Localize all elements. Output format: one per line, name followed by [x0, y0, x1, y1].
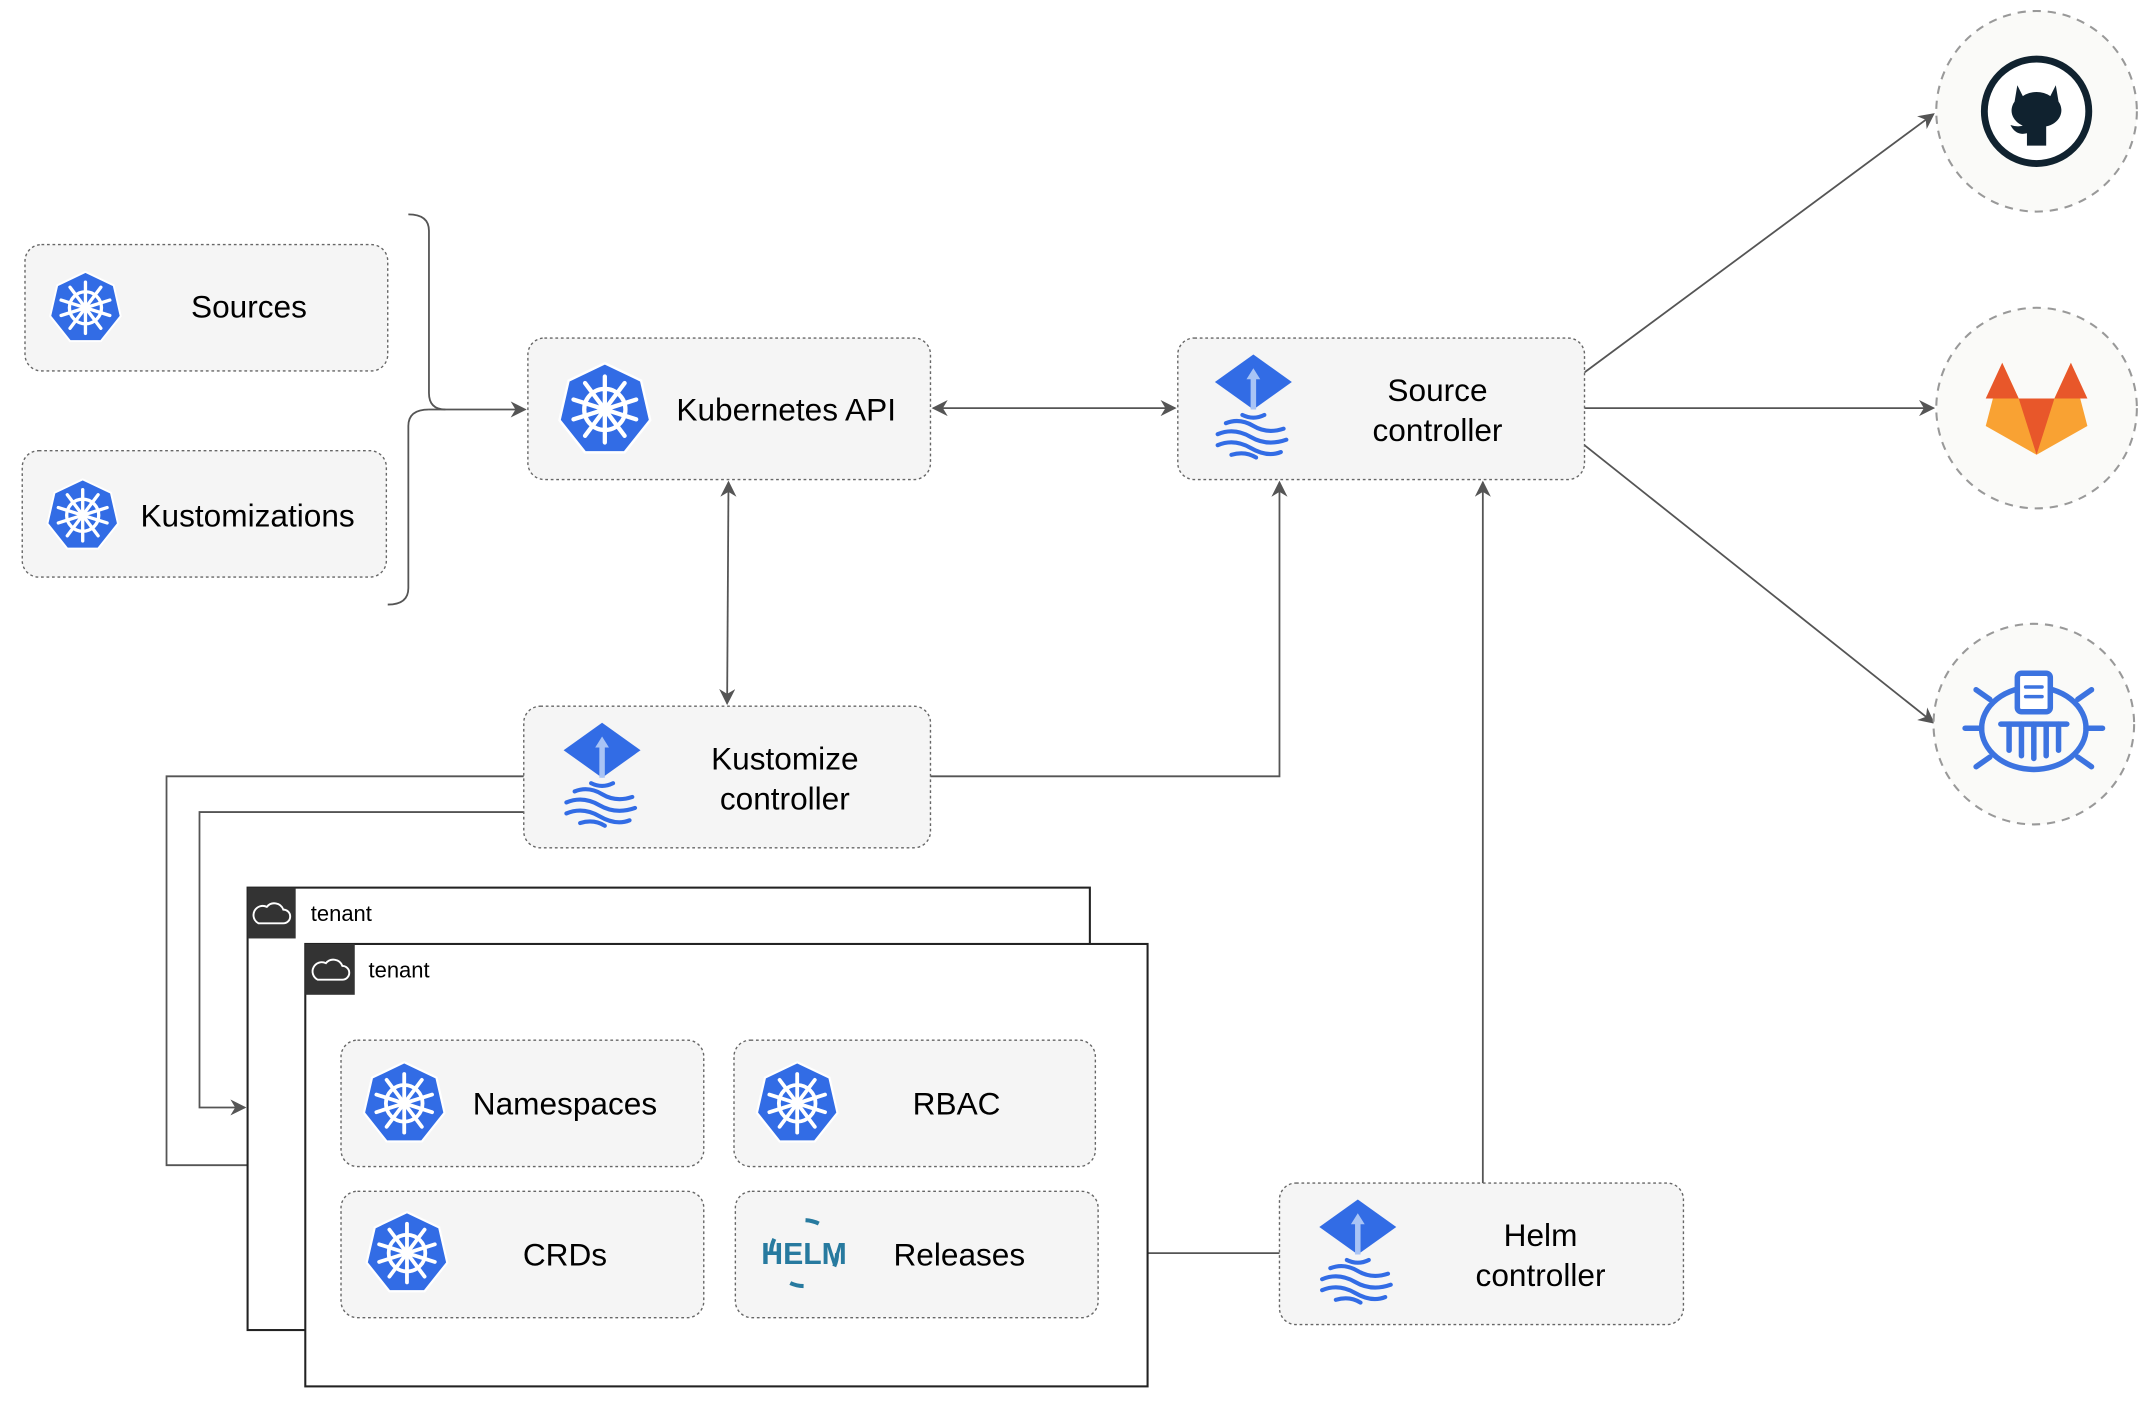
- node-label: Sources: [191, 288, 307, 324]
- node-kubernetes-api[interactable]: Kubernetes API: [527, 337, 932, 481]
- gitlab-icon: [1985, 362, 2088, 455]
- node-rbac[interactable]: RBAC: [733, 1039, 1097, 1168]
- bucket-source[interactable]: [1932, 622, 2136, 826]
- node-label-line1: Kustomize: [711, 740, 858, 776]
- gitlab-source[interactable]: [1935, 306, 2138, 510]
- cloud-icon: [311, 958, 351, 981]
- node-kustomizations[interactable]: Kustomizations: [21, 449, 388, 578]
- edge-source-to-github: [1583, 113, 1935, 374]
- cloud-icon-bg: [247, 887, 296, 939]
- helm-icon: HELM: [761, 1218, 847, 1289]
- node-crds[interactable]: CRDs: [340, 1190, 705, 1319]
- edge-api-kustomize-controller: [719, 480, 737, 706]
- node-label-line1: Source: [1387, 372, 1487, 408]
- node-namespaces[interactable]: Namespaces: [340, 1039, 705, 1168]
- tenant-label: tenant: [369, 958, 430, 983]
- node-label: RBAC: [913, 1085, 1001, 1121]
- node-label: Kustomizations: [140, 497, 354, 533]
- node-kustomize-controller[interactable]: Kustomize controller: [523, 705, 932, 849]
- github-source[interactable]: [1935, 9, 2138, 213]
- edge-kustomize-to-tenant-front: [165, 775, 524, 1174]
- resources-brace: [387, 213, 446, 606]
- tenant-label: tenant: [311, 901, 372, 926]
- svg-text:HELM: HELM: [761, 1238, 847, 1271]
- node-releases[interactable]: HELM Releases: [734, 1190, 1099, 1319]
- node-label: Releases: [893, 1236, 1025, 1272]
- node-helm-controller[interactable]: Helm controller: [1278, 1182, 1685, 1326]
- node-label-line2: controller: [1373, 412, 1503, 448]
- node-source-controller[interactable]: Source controller: [1177, 337, 1586, 481]
- edge-kustomize-to-tenant-back: [198, 811, 524, 1116]
- node-label-line2: controller: [1476, 1257, 1606, 1293]
- node-label-line2: controller: [720, 780, 850, 816]
- node-label: Kubernetes API: [676, 391, 896, 427]
- bucket-icon: [1962, 670, 2106, 773]
- node-label: Namespaces: [473, 1085, 657, 1121]
- edge-source-to-bucket: [1583, 444, 1935, 724]
- edge-kustomize-to-source: [930, 480, 1288, 778]
- github-icon: [1980, 55, 2093, 167]
- cloud-icon: [252, 902, 292, 925]
- node-sources[interactable]: Sources: [24, 243, 389, 372]
- node-label: CRDs: [523, 1236, 607, 1272]
- node-label-line1: Helm: [1504, 1217, 1578, 1253]
